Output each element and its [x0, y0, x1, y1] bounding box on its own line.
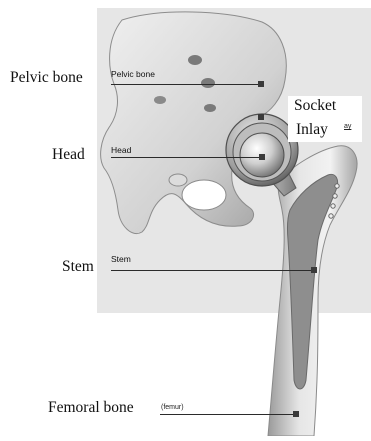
head-small-label: Head: [111, 146, 131, 155]
socket-marker: [258, 114, 264, 120]
head-label: Head: [52, 147, 85, 163]
head-marker: [259, 154, 265, 160]
obturator-foramen: [182, 180, 226, 210]
femoral-bone-leader-line: [160, 414, 295, 415]
femoral-bone-label: Femoral bone: [48, 400, 134, 416]
pelvic-bone-small-label: Pelvic bone: [111, 70, 155, 79]
stem-hole: [333, 194, 337, 198]
stem-hole: [329, 214, 333, 218]
stem-leader-line: [111, 270, 313, 271]
pelvic-bone-marker: [258, 81, 264, 87]
stem-hole: [331, 204, 335, 208]
sacral-foramen: [204, 104, 216, 112]
head-leader-line: [111, 157, 261, 158]
socket-label: Socket: [294, 98, 336, 114]
pelvic-bone-leader-line: [111, 84, 261, 85]
sacral-foramen: [154, 96, 166, 104]
inlay-label: Inlay: [296, 122, 328, 138]
stem-hole: [335, 184, 339, 188]
femoral-bone-marker: [293, 411, 299, 417]
bone-fragment: [169, 174, 187, 186]
stem-label: Stem: [62, 259, 94, 275]
sacral-foramen: [188, 55, 202, 65]
femur-small-label: (femur): [161, 404, 184, 411]
stem-small-label: Stem: [111, 255, 131, 264]
pelvic-bone-label: Pelvic bone: [10, 70, 83, 86]
inlay-small-label: ay: [344, 123, 351, 130]
sacral-foramen: [201, 78, 215, 88]
stem-marker: [311, 267, 317, 273]
